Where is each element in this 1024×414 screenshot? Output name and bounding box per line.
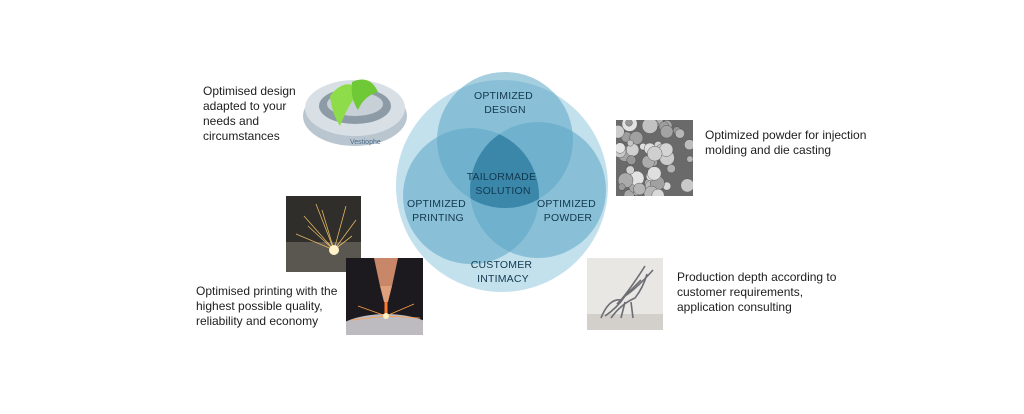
customer-intimacy-label: CUSTOMER INTIMACY	[471, 259, 536, 285]
optimized-design-label: OPTIMIZED DESIGN	[474, 90, 536, 116]
powder-sphere	[625, 120, 633, 127]
powder-description: Optimized powder for injection molding a…	[705, 128, 867, 157]
powder-sphere	[686, 155, 693, 163]
powder-sphere	[627, 139, 634, 147]
design-part-image: Vestiophe	[300, 56, 410, 152]
tailormade-solution-label: TAILORMADE SOLUTION	[467, 171, 540, 197]
powder-sphere	[675, 128, 685, 139]
powder-sphere	[651, 188, 665, 196]
powder-sphere	[660, 125, 674, 139]
printed-sculpture-image	[587, 258, 663, 330]
powder-sphere	[616, 125, 625, 139]
consulting-description: Production depth according to customer r…	[677, 270, 837, 314]
powder-sphere	[618, 183, 626, 191]
powder-sphere	[641, 120, 658, 134]
design-description: Optimised design adapted to your needs a…	[203, 84, 296, 143]
tailormade-solution-area	[470, 128, 539, 208]
printing-description: Optimised printing with the highest poss…	[196, 284, 338, 328]
optimized-printing-label: OPTIMIZED PRINTING	[407, 198, 469, 224]
metal-powder-image	[616, 120, 693, 196]
design-part-brand: Vestiophe	[350, 139, 381, 146]
powder-sphere	[616, 142, 626, 154]
optimized-powder-label: OPTIMIZED POWDER	[537, 198, 599, 224]
powder-sphere	[680, 178, 693, 193]
powder-sphere	[684, 139, 693, 151]
powder-sphere	[625, 165, 635, 175]
powder-sphere	[647, 166, 662, 181]
powder-sphere	[666, 164, 676, 174]
powder-sphere	[626, 155, 637, 165]
laser-nozzle-image	[346, 258, 423, 335]
powder-sphere	[633, 182, 646, 196]
powder-sphere	[647, 146, 663, 162]
